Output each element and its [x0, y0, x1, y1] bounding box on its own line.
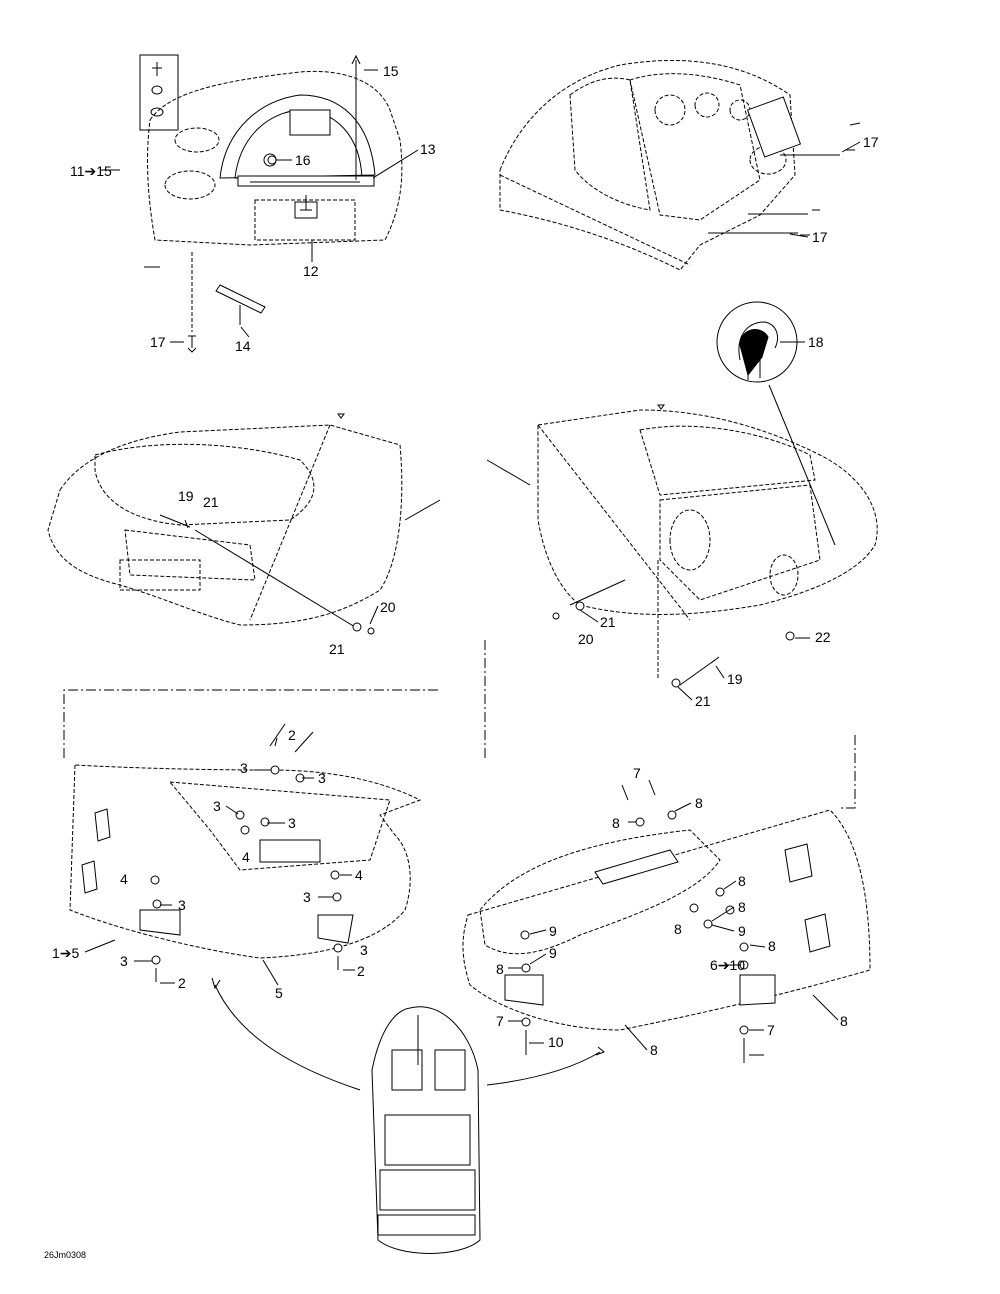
callout-label: 19 [178, 488, 194, 504]
callout-label: 17 [812, 229, 828, 245]
key-detail-inset [716, 301, 836, 546]
callout-label: 17 [863, 134, 879, 150]
callout-label: 8 [738, 899, 746, 915]
right-inner-panel [462, 640, 871, 1031]
console-view [499, 59, 861, 271]
callout-label: 2 [357, 963, 365, 979]
right-side-panel [486, 404, 878, 686]
callout-label: 9 [549, 923, 557, 939]
callout-label: 16 [295, 152, 311, 168]
callout-label: 8 [650, 1042, 658, 1058]
callout-label: 3 [303, 889, 311, 905]
callout-label: 14 [235, 338, 251, 354]
callout-label: 3 [288, 815, 296, 831]
callout-label: 3 [360, 942, 368, 958]
callout-label: 3 [318, 770, 326, 786]
callout-label: 8 [768, 938, 776, 954]
callout-label: 7 [767, 1022, 775, 1038]
callout-label: 3 [178, 897, 186, 913]
callout-label: 21 [695, 693, 711, 709]
left-inner-panel [63, 689, 440, 959]
callout-label: 8 [738, 873, 746, 889]
callout-label: 21 [600, 614, 616, 630]
callout-label: 4 [242, 849, 250, 865]
callout-label: 18 [808, 334, 824, 350]
callout-label: 21 [203, 494, 219, 510]
callout-label: 17 [150, 334, 166, 350]
callout-label: 13 [420, 141, 436, 157]
callout-label: 22 [815, 629, 831, 645]
callout-label: 21 [329, 641, 345, 657]
callout-label: 12 [303, 263, 319, 279]
callout-label: 2 [178, 975, 186, 991]
callout-label: 8 [674, 921, 682, 937]
leader-lines [84, 69, 861, 1056]
dash-module-assembly [139, 54, 403, 353]
callout-label: 20 [578, 631, 594, 647]
callout-label: 11➔15 [70, 163, 112, 179]
callout-label: 10 [548, 1034, 564, 1050]
callout-label: 8 [496, 961, 504, 977]
callout-label: 19 [727, 671, 743, 687]
callout-labels: 15 11➔15 16 13 12 17 14 17 17 18 19 21 2… [44, 63, 879, 1260]
callout-label: 9 [549, 945, 557, 961]
callout-label: 20 [380, 599, 396, 615]
callout-label: 3 [120, 953, 128, 969]
callout-label: 8 [612, 815, 620, 831]
hardware-markers [150, 155, 795, 1063]
callout-label: 8 [840, 1013, 848, 1029]
callout-label: 3 [213, 798, 221, 814]
callout-label: 4 [355, 867, 363, 883]
left-side-panel [47, 413, 441, 631]
drawing-code: 26Jm0308 [44, 1250, 86, 1260]
callout-label: 3 [240, 760, 248, 776]
callout-label: 15 [383, 63, 399, 79]
boat-overview [211, 977, 605, 1254]
callout-label: 1➔5 [52, 945, 80, 961]
callout-label: 7 [633, 765, 641, 781]
callout-label: 2 [288, 727, 296, 743]
callout-label: 8 [695, 795, 703, 811]
callout-label: 4 [120, 871, 128, 887]
callout-label: 5 [275, 985, 283, 1001]
callout-label: 9 [738, 923, 746, 939]
callout-label: 7 [496, 1013, 504, 1029]
